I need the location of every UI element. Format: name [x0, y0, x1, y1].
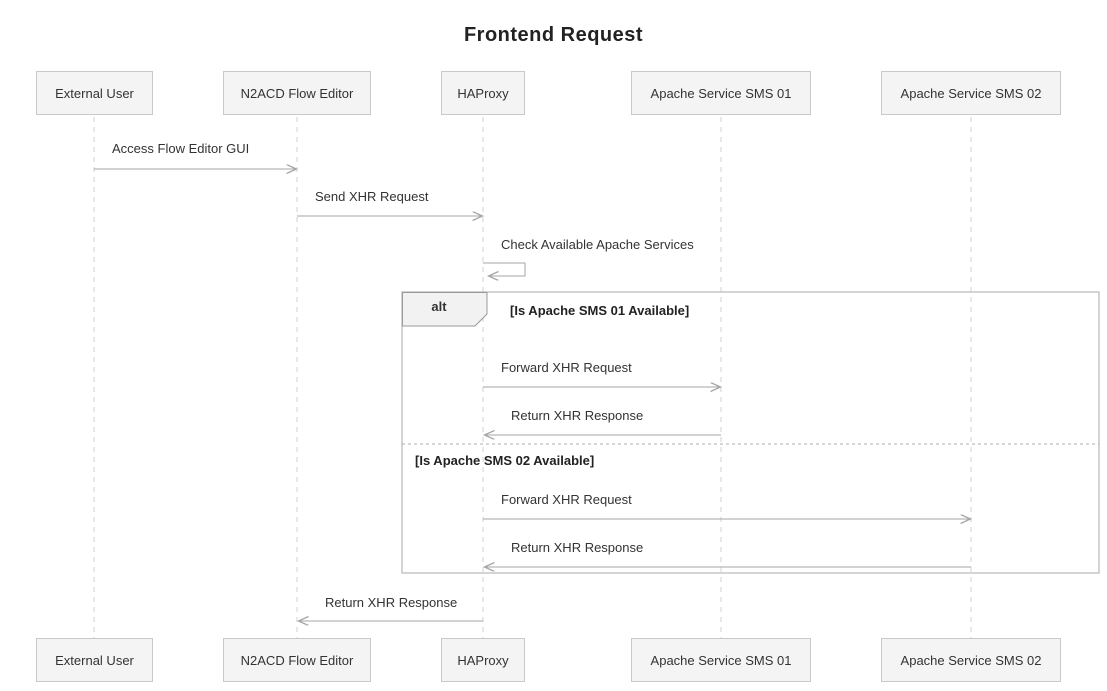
message-label-access-flow-editor-gui: Access Flow Editor GUI: [112, 141, 250, 156]
message-label-return-xhr-response-sms01: Return XHR Response: [511, 408, 644, 423]
participant-bottom-apache-sms-02: Apache Service SMS 02: [881, 638, 1061, 682]
participant-top-haproxy: HAProxy: [441, 71, 525, 115]
alt-condition-sms02: [Is Apache SMS 02 Available]: [415, 453, 595, 468]
participant-bottom-haproxy: HAProxy: [441, 638, 525, 682]
diagram-title: Frontend Request: [463, 24, 644, 46]
participant-label: External User: [55, 652, 134, 668]
participant-bottom-external-user: External User: [36, 638, 153, 682]
participant-label: Apache Service SMS 02: [900, 652, 1042, 668]
participant-top-apache-sms-02: Apache Service SMS 02: [881, 71, 1061, 115]
message-label-forward-xhr-request-sms02: Forward XHR Request: [501, 492, 632, 507]
participant-label: N2ACD Flow Editor: [240, 652, 354, 668]
participant-label: External User: [55, 85, 134, 101]
alt-operator-pentagon: [402, 292, 488, 327]
message-label-return-xhr-response-final: Return XHR Response: [325, 595, 458, 610]
participant-label: HAProxy: [457, 652, 509, 668]
participant-top-apache-sms-01: Apache Service SMS 01: [631, 71, 811, 115]
message-label-send-xhr-request: Send XHR Request: [315, 189, 429, 204]
participant-bottom-apache-sms-01: Apache Service SMS 01: [631, 638, 811, 682]
message-label-return-xhr-response-sms02: Return XHR Response: [511, 540, 644, 555]
message-label-forward-xhr-request-sms01: Forward XHR Request: [501, 360, 632, 375]
participant-label: N2ACD Flow Editor: [240, 85, 354, 101]
participant-label: HAProxy: [457, 85, 509, 101]
message-label-check-available-services: Check Available Apache Services: [501, 237, 694, 252]
participant-top-external-user: External User: [36, 71, 153, 115]
participant-bottom-n2acd-flow-editor: N2ACD Flow Editor: [223, 638, 371, 682]
arrow-check-available-apache-services: [483, 262, 526, 276]
alt-operator-label: alt: [431, 299, 447, 314]
participant-label: Apache Service SMS 01: [650, 652, 792, 668]
participant-label: Apache Service SMS 02: [900, 85, 1042, 101]
participant-label: Apache Service SMS 01: [650, 85, 792, 101]
alt-frame-border: [401, 291, 1100, 574]
participant-top-n2acd-flow-editor: N2ACD Flow Editor: [223, 71, 371, 115]
alt-condition-sms01: [Is Apache SMS 01 Available]: [510, 303, 690, 318]
